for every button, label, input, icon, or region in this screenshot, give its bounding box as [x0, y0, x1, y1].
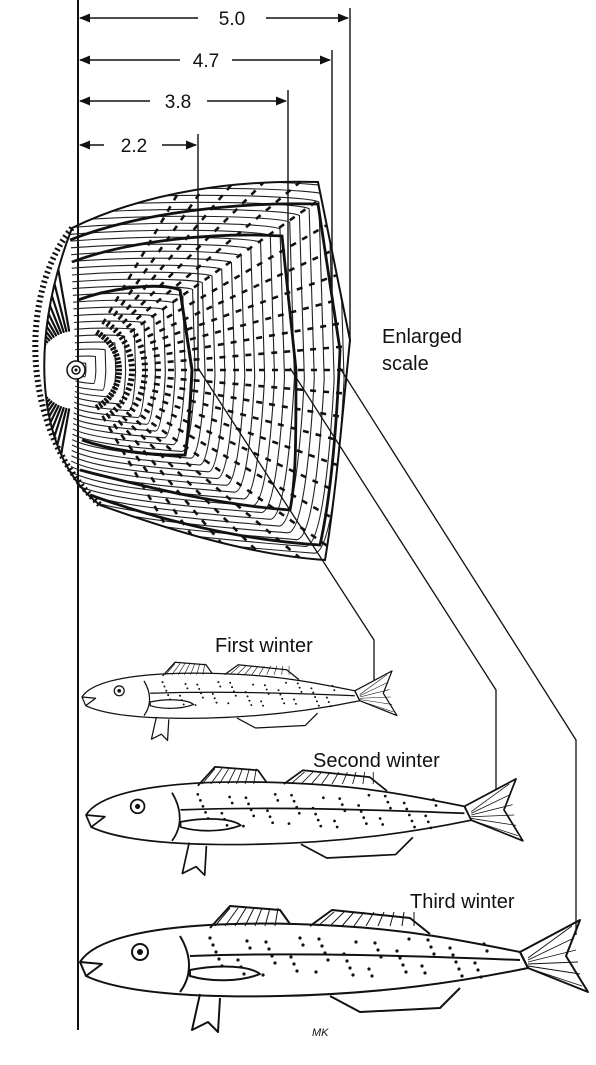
artist-signature: MK: [312, 1027, 329, 1039]
measurement-label-2-2: 2.2: [121, 136, 147, 157]
dimension-4-7: 4.7: [80, 50, 332, 300]
label-third-winter: Third winter: [410, 891, 515, 913]
measurement-label-3-8: 3.8: [165, 92, 191, 113]
fish-first-winter: [82, 662, 397, 740]
label-first-winter: First winter: [215, 635, 313, 657]
leader-line-first-winter: [198, 368, 374, 680]
measurement-label-5-0: 5.0: [219, 9, 245, 30]
fish-second-winter: [86, 767, 523, 875]
enlarged-scale-label-line1: Enlarged: [382, 326, 462, 348]
enlarged-scale-label-line2: scale: [382, 353, 429, 375]
label-second-winter: Second winter: [313, 750, 440, 772]
measurement-label-4-7: 4.7: [193, 51, 219, 72]
leader-line-third-winter: [340, 368, 576, 935]
fish-third-winter: [80, 906, 588, 1032]
